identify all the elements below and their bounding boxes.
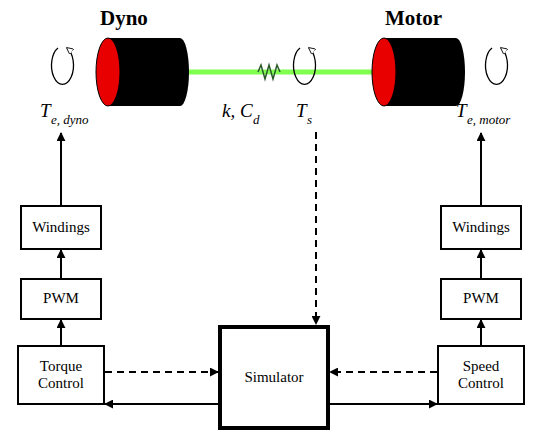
box-label: Simulator bbox=[240, 367, 307, 388]
dyno-cylinder bbox=[96, 38, 189, 106]
control-box: Speed Control bbox=[437, 345, 525, 405]
subscript-label: e, motor bbox=[467, 113, 510, 126]
box-label: Windings bbox=[448, 217, 514, 238]
symbol-label: k, C bbox=[222, 101, 253, 120]
box-label: PWM bbox=[459, 288, 503, 309]
spring-symbol bbox=[258, 65, 280, 79]
torque-arrow bbox=[480, 133, 482, 205]
box-label: Windings bbox=[28, 217, 94, 238]
box-label: Torque Control bbox=[19, 356, 103, 395]
subscript-label: s bbox=[307, 113, 312, 126]
subscript-label: e, dyno bbox=[51, 113, 89, 126]
subscript-label: d bbox=[253, 113, 260, 126]
signal-arrow-dashed bbox=[330, 371, 437, 373]
title-label: Dyno bbox=[100, 8, 148, 29]
signal-arrow bbox=[480, 250, 482, 278]
symbol-label: T bbox=[40, 101, 51, 120]
signal-arrow-dashed bbox=[105, 371, 218, 373]
measurement-line bbox=[315, 132, 317, 324]
motor-cylinder bbox=[372, 38, 465, 106]
box-label: Speed Control bbox=[439, 356, 523, 395]
shaft bbox=[186, 70, 376, 75]
simulator-box: Simulator bbox=[218, 325, 330, 430]
pwm-box: PWM bbox=[440, 278, 522, 320]
signal-arrow bbox=[60, 320, 62, 345]
control-box: Torque Control bbox=[17, 345, 105, 405]
signal-arrow bbox=[480, 320, 482, 345]
torque-arrow bbox=[60, 133, 62, 205]
rotation-arrow bbox=[486, 48, 508, 84]
signal-arrow bbox=[330, 403, 437, 405]
rotation-arrow bbox=[52, 48, 74, 84]
symbol-label: T bbox=[296, 101, 307, 120]
windings-box: Windings bbox=[20, 205, 102, 250]
windings-box: Windings bbox=[440, 205, 522, 250]
box-label: PWM bbox=[39, 288, 83, 309]
title-label: Motor bbox=[385, 8, 442, 29]
pwm-box: PWM bbox=[20, 278, 102, 320]
signal-arrow bbox=[60, 250, 62, 278]
signal-arrow bbox=[105, 403, 218, 405]
rotation-arrow bbox=[294, 48, 316, 84]
symbol-label: T bbox=[456, 101, 467, 120]
